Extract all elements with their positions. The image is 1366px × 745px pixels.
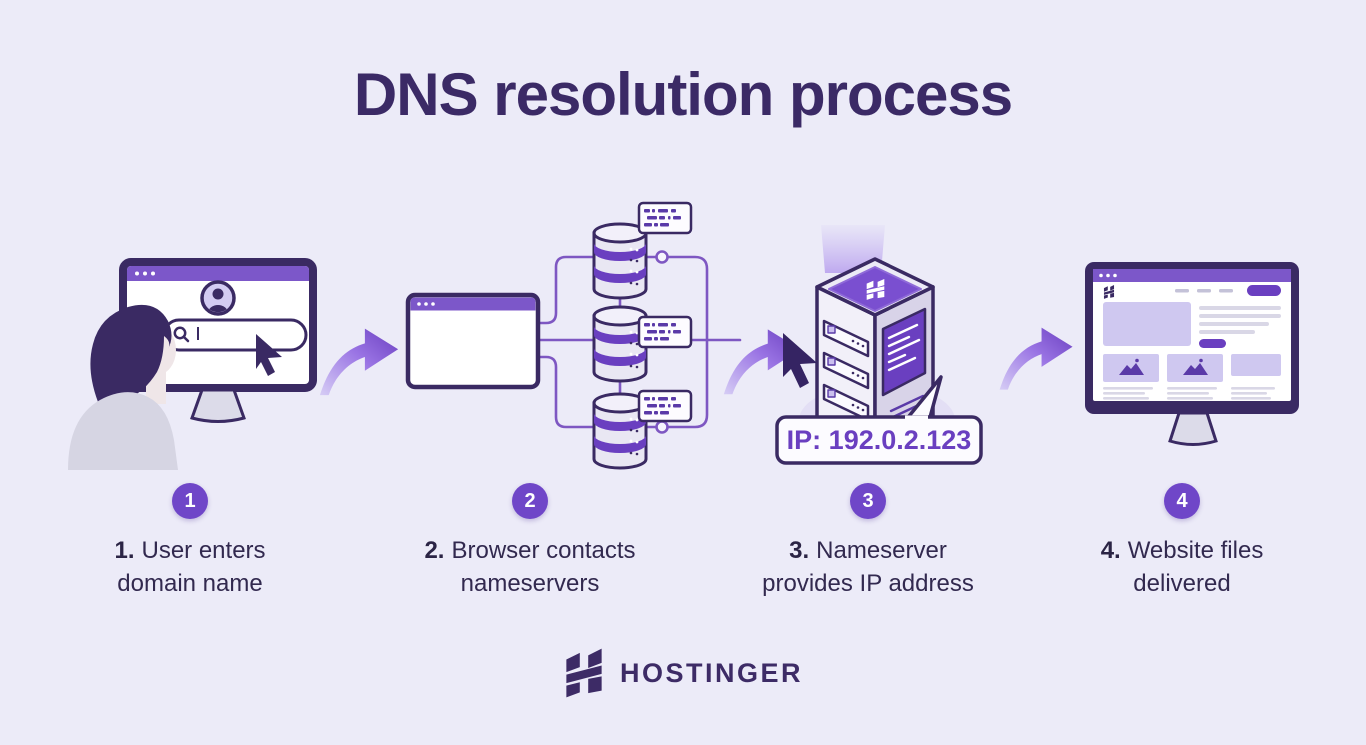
card-image-block	[1103, 354, 1159, 382]
step-badge: 4	[1164, 483, 1200, 519]
mouse-cursor-icon	[256, 334, 282, 376]
hero-cta-button	[1199, 339, 1226, 348]
user-enters-domain-illustration	[68, 258, 317, 470]
nav-cta-button	[1247, 285, 1281, 296]
step-3: 3 3.Nameserver provides IP address	[718, 483, 1018, 600]
search-bar	[162, 318, 308, 352]
swoosh-arrow-icon	[999, 327, 1073, 390]
user-avatar-icon	[200, 280, 236, 316]
person-hair	[90, 304, 172, 402]
website-delivered-illustration	[1085, 262, 1299, 446]
image-placeholder-icon	[1119, 358, 1208, 375]
card-block	[1231, 354, 1281, 376]
step-1: 1 1.User enters domain name	[65, 483, 315, 600]
swoosh-arrow-icon	[319, 328, 399, 396]
monitor-stand	[1168, 411, 1218, 446]
nameserver-db-icon	[592, 392, 648, 470]
step-caption: 1.User enters domain name	[114, 537, 266, 598]
hostinger-wordmark: HOSTINGER	[619, 657, 803, 688]
ip-bubble: IP: 192.0.2.123	[775, 375, 983, 465]
step-caption: 2.Browser contacts nameservers	[424, 537, 636, 598]
nameserver-db-icon	[592, 222, 648, 300]
person-illustration	[68, 304, 178, 470]
card-text-lines	[1103, 387, 1275, 400]
ip-address-text: IP: 192.0.2.123	[787, 425, 972, 455]
step-badge: 2	[512, 483, 548, 519]
person-body	[68, 392, 178, 470]
mouse-cursor-icon	[783, 333, 817, 388]
window-dots-icon	[417, 302, 435, 306]
nameserver-db-icon	[592, 305, 648, 383]
nameserver-ip-illustration: IP: 192.0.2.123	[775, 225, 983, 465]
server-screen-panel	[881, 307, 927, 397]
step-badge: 3	[850, 483, 886, 519]
step-badge: 1	[172, 483, 208, 519]
hero-image-block	[1103, 302, 1191, 346]
card-image-block	[1167, 354, 1223, 382]
hostinger-h-icon	[566, 648, 602, 698]
monitor-stand	[190, 388, 246, 423]
browser-titlebar	[1093, 269, 1291, 282]
window-dots-icon	[135, 271, 155, 276]
hostinger-logo: HOSTINGER	[0, 648, 1366, 698]
browser-nameservers-illustration	[405, 201, 742, 470]
dns-record-label	[637, 389, 693, 423]
nav-links	[1175, 289, 1233, 293]
dns-record-label	[637, 201, 693, 235]
website-content	[1103, 285, 1281, 400]
step-caption: 4.Website files delivered	[1100, 537, 1264, 598]
search-icon	[173, 326, 190, 343]
window-dots-icon	[1099, 273, 1117, 278]
server-icon	[815, 257, 935, 455]
monitor-step4	[1085, 262, 1299, 446]
step-2: 2 2.Browser contacts nameservers	[380, 483, 680, 600]
dns-record-label	[637, 315, 693, 349]
browser-window	[405, 292, 541, 390]
step-4: 4 4.Website files delivered	[1032, 483, 1332, 600]
step-caption: 3.Nameserver provides IP address	[762, 537, 974, 598]
page-title: DNS resolution process	[353, 61, 1013, 128]
hero-text-lines	[1199, 306, 1281, 334]
